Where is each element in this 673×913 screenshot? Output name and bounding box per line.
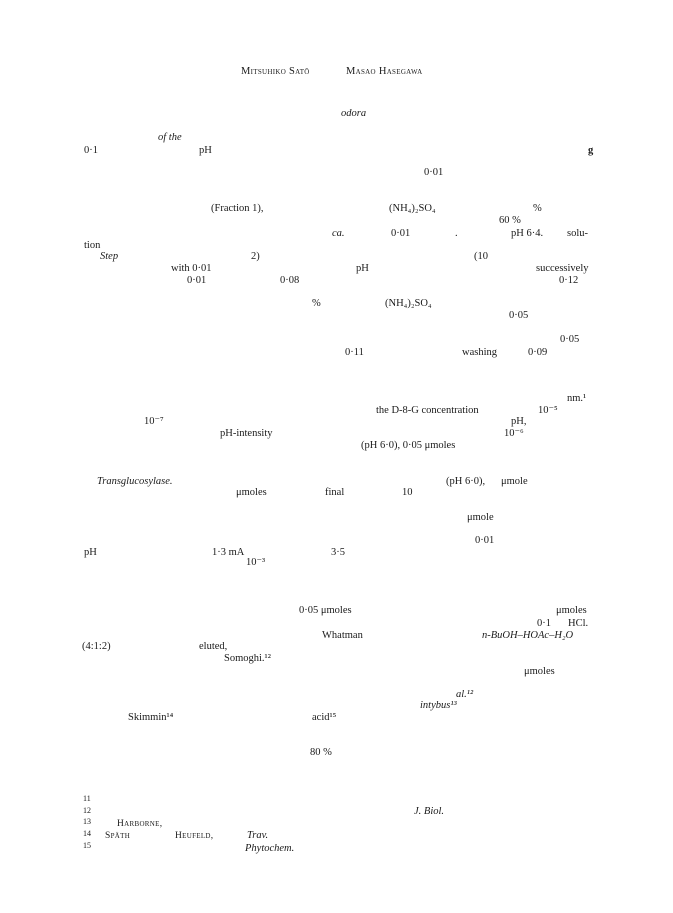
text-ph-c: pH [84,547,97,558]
footnote-spath: Späth [105,831,131,841]
footnote-trav: Trav. [247,830,269,841]
author-2: Masao Hasegawa [346,66,423,77]
text-ph6-005-umoles: (pH 6·0), 0·05 μmoles [361,440,456,451]
text-ph-6-4: pH 6·4. [511,228,544,239]
text-step: Step [100,251,119,262]
value-0-01-c: 0·01 [187,275,207,286]
value-0-01: 0·01 [424,167,444,178]
text-washing: washing [462,347,497,358]
text-tion: tion [84,240,101,251]
text-0-05-umoles: 0·05 μmoles [299,605,352,616]
text-successively: successively [536,263,589,274]
text-percent-b: % [312,298,321,309]
text-dot: . [455,228,458,239]
text-ph: pH [199,145,212,156]
footnote-number-11: 11 [83,794,91,803]
value-0-05-b: 0·05 [560,334,580,345]
text-ph6-comma: (pH 6·0), [446,476,486,487]
text-10: 10 [402,487,413,498]
value-0-08: 0·08 [280,275,300,286]
text-fraction-1: (Fraction 1), [211,203,264,214]
text-of-the: of the [158,132,182,143]
value-0-01-d: 0·01 [475,535,495,546]
text-somoghi: Somoghi.¹² [224,653,271,664]
text-skimmin: Skimmin¹⁴ [128,712,174,723]
text-60-percent: 60 % [499,215,521,226]
footnote-heufeld: Heufeld, [175,831,214,841]
text-10-minus-3: 10⁻³ [246,557,266,568]
text-ratio: (4:1:2) [82,641,111,652]
text-nm: nm.¹ [567,393,587,404]
text-et-al: al.¹² [456,689,474,700]
species-odora: odora [341,108,367,119]
text-umoles: μmoles [236,487,267,498]
footnote-number-15: 15 [83,841,91,850]
value-0-01-b: 0·01 [391,228,411,239]
heading-transglucosylase: Transglucosylase. [97,476,173,487]
footnote-j-biol: J. Biol. [414,806,445,817]
text-10-minus-5: 10⁻⁵ [538,405,558,416]
text-eluted: eluted, [199,641,228,652]
text-intybus: intybus¹³ [420,700,457,711]
value-3-5: 3·5 [331,547,345,558]
formula-ammonium-sulfate-b: (NH₄)₂SO₄ [385,298,432,309]
text-80-percent: 80 % [310,747,332,758]
value-0-1: 0·1 [84,145,98,156]
text-with-0-01: with 0·01 [171,263,212,274]
footnote-harborne: Harborne, [117,819,163,829]
text-10-paren: (10 [474,251,488,262]
text-ph-intensity: pH-intensity [220,428,273,439]
value-0-11: 0·11 [345,347,364,358]
text-ca: ca. [332,228,345,239]
text-ph-b: pH [356,263,369,274]
footnote-number-12: 12 [83,806,91,815]
text-umoles-b: μmoles [556,605,587,616]
text-g: g [588,145,594,156]
text-solvent-system: n-BuOH–HOAc–H₂O [482,630,574,641]
text-umole: μmole [501,476,528,487]
footnote-number-13: 13 [83,817,91,826]
text-umole-b: μmole [467,512,494,523]
text-final: final [325,487,345,498]
value-0-09: 0·09 [528,347,548,358]
footnote-number-14: 14 [83,829,91,838]
text-solu: solu- [567,228,588,239]
text-percent: % [533,203,542,214]
text-ph-comma: pH, [511,416,527,427]
text-acid: acid¹⁵ [312,712,337,723]
value-0-12: 0·12 [559,275,579,286]
text-hcl: HCl. [568,618,589,629]
value-0-05: 0·05 [509,310,529,321]
value-0-1-b: 0·1 [537,618,551,629]
text-10-minus-7: 10⁻⁷ [144,416,164,427]
text-2-paren: 2) [251,251,260,262]
text-umoles-c: μmoles [524,666,555,677]
text-d8g-concentration: the D-8-G concentration [376,405,479,416]
formula-ammonium-sulfate: (NH₄)₂SO₄ [389,203,436,214]
text-1-3-ma: 1·3 mA [212,547,245,558]
footnote-phytochem: Phytochem. [245,843,295,854]
text-whatman: Whatman [322,630,363,641]
author-1: Mitsuhiko Satō [241,66,310,77]
text-10-minus-6: 10⁻⁶ [504,428,524,439]
